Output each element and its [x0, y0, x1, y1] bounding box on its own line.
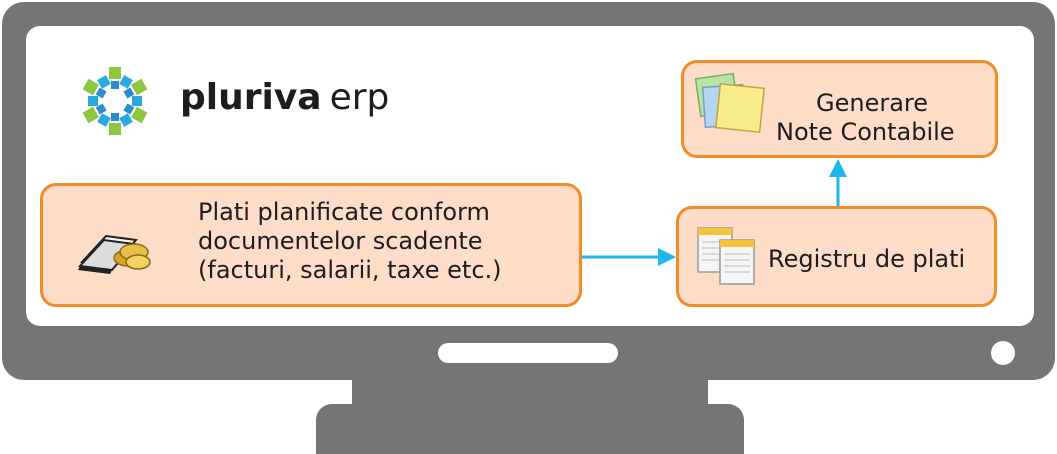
ledger-pages-icon	[697, 227, 755, 285]
monitor-stand-base	[316, 404, 744, 454]
brand-name-light: erp	[329, 77, 390, 118]
brand-name-bold: pluriva	[180, 77, 322, 118]
planned-payments-line-2: documentelor scadente	[198, 227, 483, 255]
planned-payments-line-3: (facturi, salarii, taxe etc.)	[198, 256, 502, 284]
accounting-notes-line-1: Generare	[816, 89, 929, 117]
accounting-notes-line-2: Note Contabile	[776, 118, 955, 146]
pluriva-logo-icon	[82, 67, 148, 135]
sticky-notes-icon	[694, 72, 766, 134]
payment-register-label: Registru de plati	[768, 245, 966, 273]
monitor-slot	[438, 343, 618, 363]
money-stack-icon	[77, 234, 151, 274]
planned-payments-line-1: Plati planificate conform	[198, 198, 490, 226]
power-button-icon	[991, 341, 1015, 365]
